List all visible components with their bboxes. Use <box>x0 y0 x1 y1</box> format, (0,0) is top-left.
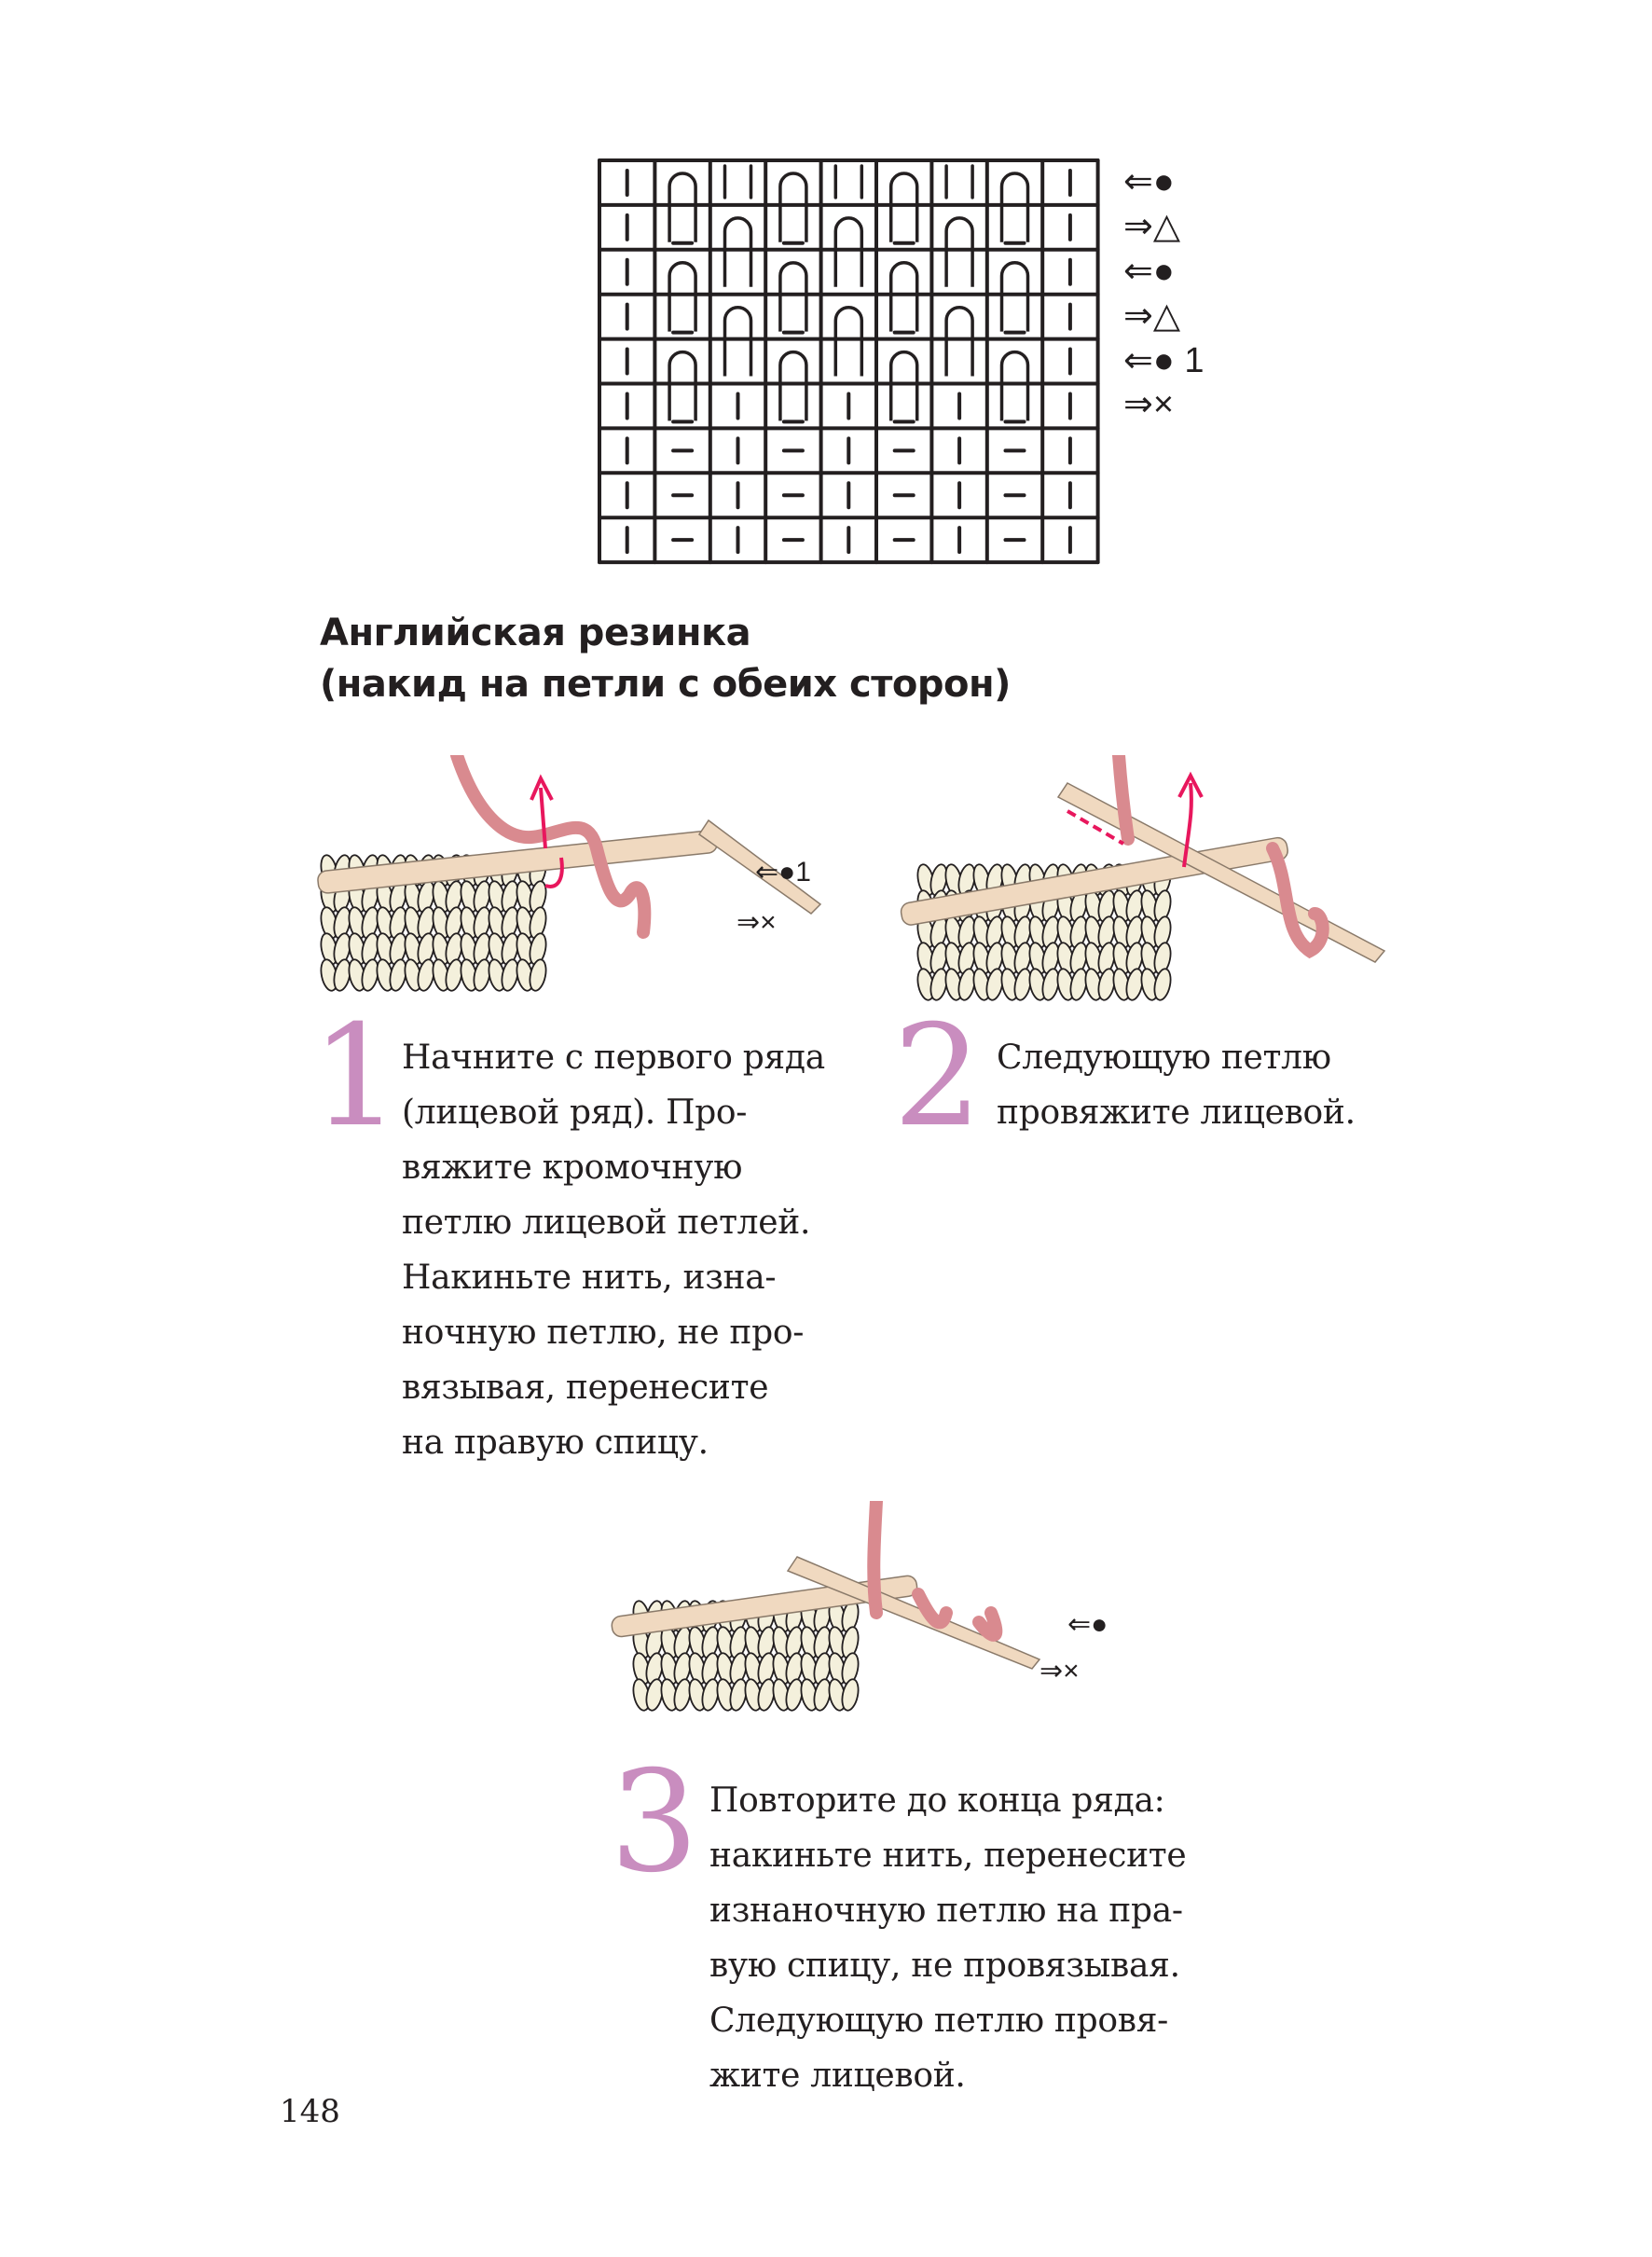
legend-row: ⇒△ <box>1123 296 1181 336</box>
slip-loop-symbol <box>668 172 697 242</box>
stitch <box>1153 968 1172 1001</box>
knitting-chart <box>598 158 1100 565</box>
step-number: 1 <box>311 996 401 1158</box>
slip-loop-symbol <box>778 261 808 332</box>
step-1-text: Начните с первого ряда (лицевой ряд). Пр… <box>402 1030 825 1470</box>
text-line: жите лицевой. <box>709 2057 966 2095</box>
slip-loop-symbol <box>668 350 697 421</box>
step-3-illustration <box>611 1501 1041 1712</box>
legend-row: ⇐● 1 <box>1123 340 1205 380</box>
chart-row-legend: ⇐● ⇒△ ⇐● ⇒△ ⇐● 1 ⇒× <box>1123 160 1204 428</box>
slip-loop-symbol <box>944 216 974 287</box>
stitch <box>529 958 547 992</box>
slip-loop-symbol <box>999 261 1030 332</box>
step-1-annotation: ⇒× <box>737 907 777 938</box>
slip-loop-symbol <box>833 306 864 377</box>
title-line: (накид на петли с обеих сторон) <box>320 663 1011 706</box>
text-line: провяжите лицевой. <box>997 1094 1356 1132</box>
slip-loop-symbol <box>833 216 864 287</box>
legend-row: ⇒× <box>1123 385 1175 425</box>
text-line: Следующую петлю <box>997 1039 1331 1077</box>
text-line: (лицевой ряд). Про- <box>402 1094 748 1132</box>
text-line: петлю лицевой петлей. <box>402 1204 811 1242</box>
slip-loop-symbol <box>888 261 919 332</box>
slip-loop-symbol <box>999 350 1030 421</box>
slip-loop-symbol <box>888 350 919 421</box>
text-line: ночную петлю, не про- <box>402 1314 805 1352</box>
text-line: Повторите до конца ряда: <box>709 1782 1165 1820</box>
text-line: Накиньте нить, изна- <box>402 1259 777 1297</box>
text-line: вяжите кромочную <box>402 1149 743 1187</box>
step-1-illustration <box>317 755 822 992</box>
step-2-text: Следующую петлю провяжите лицевой. <box>997 1030 1356 1140</box>
step-3-annotation: ⇒× <box>1039 1656 1080 1686</box>
text-line: вязывая, перенесите <box>402 1369 769 1407</box>
legend-row: ⇒△ <box>1123 206 1181 246</box>
slip-loop-symbol <box>668 261 697 332</box>
text-line: изнаночную петлю на пра- <box>709 1892 1183 1930</box>
legend-row: ⇐● <box>1123 251 1175 291</box>
slip-loop-symbol <box>723 306 753 377</box>
step-1-annotation: ⇐●1 <box>755 857 811 888</box>
text-line: на правую спицу. <box>402 1424 709 1462</box>
step-3-annotation: ⇐● <box>1067 1609 1108 1640</box>
slip-loop-symbol <box>888 172 919 242</box>
step-number: 2 <box>893 996 983 1158</box>
step-2-illustration <box>900 755 1386 1001</box>
text-line: Начните с первого ряда <box>402 1039 825 1077</box>
legend-row: ⇐● <box>1123 162 1175 201</box>
text-line: вую спицу, не провязывая. <box>709 1947 1180 1985</box>
slip-loop-symbol <box>778 350 808 421</box>
slip-loop-symbol <box>999 172 1030 242</box>
page-number: 148 <box>280 2093 340 2130</box>
slip-loop-symbol <box>778 172 808 242</box>
title-line: Английская резинка <box>320 612 751 654</box>
stitch <box>841 1678 860 1712</box>
section-title: Английская резинка (накид на петли с обе… <box>320 608 1011 710</box>
slip-loop-symbol <box>944 306 974 377</box>
step-3-text: Повторите до конца ряда: накиньте нить, … <box>709 1773 1187 2103</box>
text-line: накиньте нить, перенесите <box>709 1837 1187 1875</box>
slip-loop-symbol <box>723 216 753 287</box>
text-line: Следующую петлю провя- <box>709 2002 1168 2040</box>
step-number: 3 <box>610 1741 699 1904</box>
